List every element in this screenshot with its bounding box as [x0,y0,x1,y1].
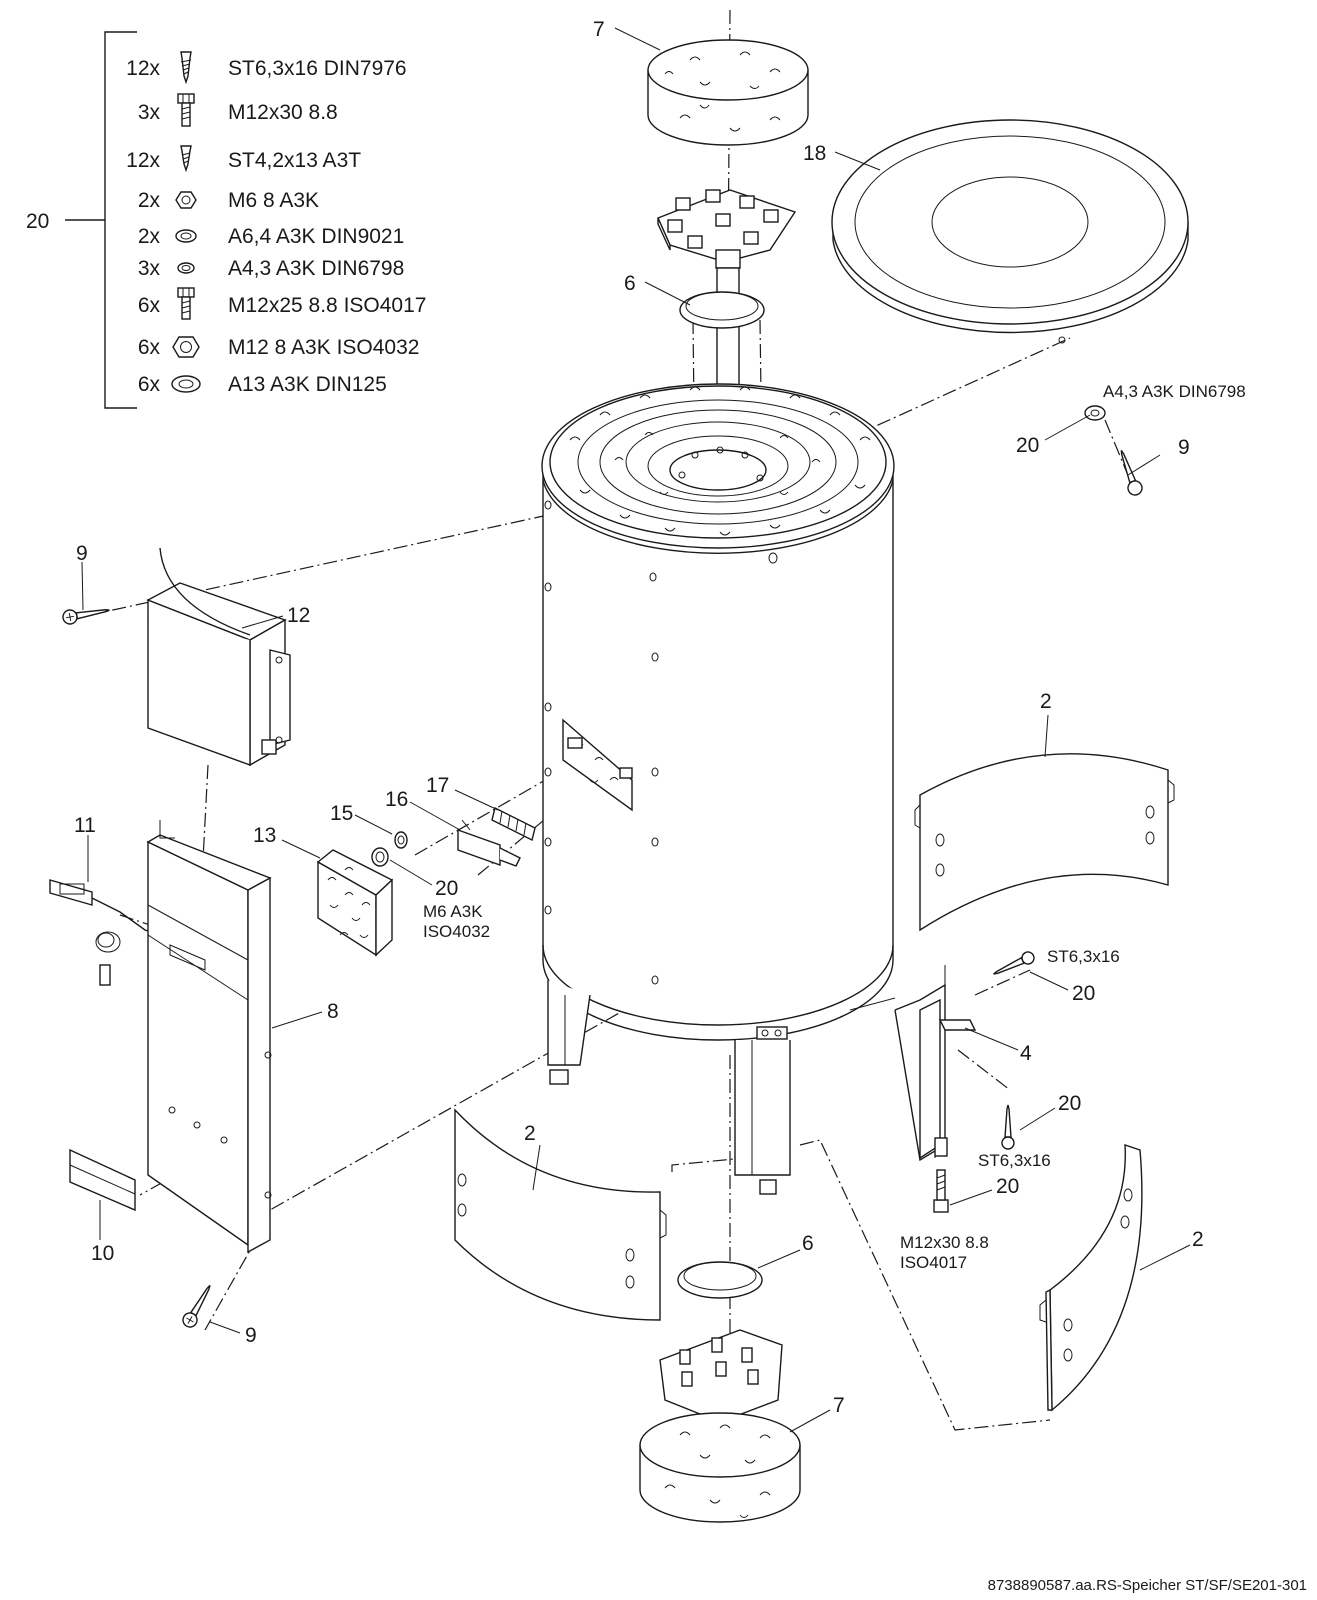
washer-icon [171,375,201,393]
kit-row-text: ST6,3x16 DIN7976 [228,57,407,80]
callout-lid-screw: 9 [1178,436,1190,459]
probe-insulation-block [316,849,394,957]
front-lower-shell [454,1108,667,1321]
callout-screw-top-spec: ST6,3x16 [1047,947,1120,966]
callout-labels: 7 18 6 A4,3 A3K DIN6798 20 9 9 12 11 13 … [74,18,1246,1417]
label-plate [69,1148,136,1212]
kit-bracket [104,31,137,409]
washer-icon [175,229,197,243]
kit-row-qty: 12x [126,149,160,172]
callout-sensor: 11 [74,814,96,837]
callout-top-gasket: 6 [624,272,636,295]
tank-lid [831,119,1189,344]
bottom-flange [659,1329,783,1423]
kit-row-qty: 2x [138,225,161,248]
kit-row-qty: 6x [138,336,161,359]
right-lower-shell [1039,1144,1143,1412]
kit-row-text: M12x30 8.8 [228,101,338,124]
top-insulation-cap [647,39,809,146]
tapping-screw-icon [180,51,192,85]
callout-bottom-insulation: 7 [833,1394,845,1417]
hex-nut-icon [172,336,200,358]
kit-row-qty: 3x [138,101,161,124]
callout-leaders [81,27,1191,1433]
kit-row-qty: 3x [138,257,161,280]
callout-right-upper-shell: 2 [1040,690,1052,713]
hex-bolt-icon [933,1169,949,1213]
kit-row-qty: 6x [138,373,161,396]
control-box [146,547,291,767]
sensor-holder [491,806,536,842]
screw-icon [62,609,110,625]
hex-bolt-icon [177,287,195,320]
callout-screw-bottom: 20 [1058,1092,1081,1115]
kit-row-qty: 12x [126,57,160,80]
callout-left-screw-bottom: 9 [245,1324,257,1347]
kit-row-qty: 2x [138,189,161,212]
bottom-insulation-cap [639,1412,801,1523]
callout-screw-top: 20 [1072,982,1095,1005]
callout-top-insulation: 7 [593,18,605,41]
washer-icon [177,262,195,274]
callout-nut-spec-line1: M6 A3K [423,902,483,921]
nut-and-washer [371,831,408,867]
kit-row-text: M12x25 8.8 ISO4017 [228,294,426,317]
callout-nut-spec-line2: ISO4032 [423,922,490,941]
bottom-gasket [677,1261,763,1299]
water-tank [541,383,895,1195]
kit-row-text: ST4,2x13 A3T [228,149,361,172]
callout-left-screw-top: 9 [76,542,88,565]
temperature-sensor [49,879,161,986]
screw-icon [993,951,1035,975]
callout-screw-bottom-spec: ST6,3x16 [978,1151,1051,1170]
hex-nut-icon [175,191,197,209]
callout-lid-washer-spec: A4,3 A3K DIN6798 [1103,382,1246,401]
right-upper-shell [914,753,1175,932]
kit-row-text: A13 A3K DIN125 [228,373,387,396]
callout-probe-insulation: 13 [253,824,276,847]
screw-icon [182,1284,211,1328]
screw-icon [1001,1104,1015,1150]
kit-row-qty: 6x [138,294,161,317]
callout-label-plate: 10 [91,1242,114,1265]
washer-icon [1084,405,1106,421]
callout-nut: 20 [435,877,458,900]
callout-foot-bolt-spec-line2: ISO4017 [900,1253,967,1272]
top-gasket [679,291,765,329]
callout-sensor-holder: 17 [426,774,449,797]
kit-row-text: M12 8 A3K ISO4032 [228,336,419,359]
foot-bracket [849,965,977,1162]
tapping-screw-icon [180,145,192,173]
hardware-kit-list: 20 12x ST6,3x16 DIN7976 3x M12x30 8.8 12… [26,31,426,409]
callout-front-lower-shell: 2 [524,1122,536,1145]
kit-ref-label: 20 [26,210,49,233]
callout-foot-bracket: 4 [1020,1042,1032,1065]
screw-icon [1120,450,1143,496]
callout-front-panel: 8 [327,1000,339,1023]
callout-right-lower-shell: 2 [1192,1228,1204,1251]
kit-row-text: A6,4 A3K DIN9021 [228,225,404,248]
callout-foot-bolt: 20 [996,1175,1019,1198]
callout-lid: 18 [803,142,826,165]
callout-sensor-clip: 16 [385,788,408,811]
kit-row-text: A4,3 A3K DIN6798 [228,257,404,280]
front-panel [146,820,272,1254]
drawing-reference: 8738890587.aa.RS-Speicher ST/SF/SE201-30… [988,1577,1307,1594]
callout-lid-washer: 20 [1016,434,1039,457]
callout-foot-bolt-spec-line1: M12x30 8.8 [900,1233,989,1252]
callout-bottom-gasket: 6 [802,1232,814,1255]
sensor-clip [457,819,521,867]
callout-control-box: 12 [287,604,310,627]
hex-bolt-icon [177,93,195,127]
kit-row-text: M6 8 A3K [228,189,319,212]
callout-nut-washer: 15 [330,802,353,825]
